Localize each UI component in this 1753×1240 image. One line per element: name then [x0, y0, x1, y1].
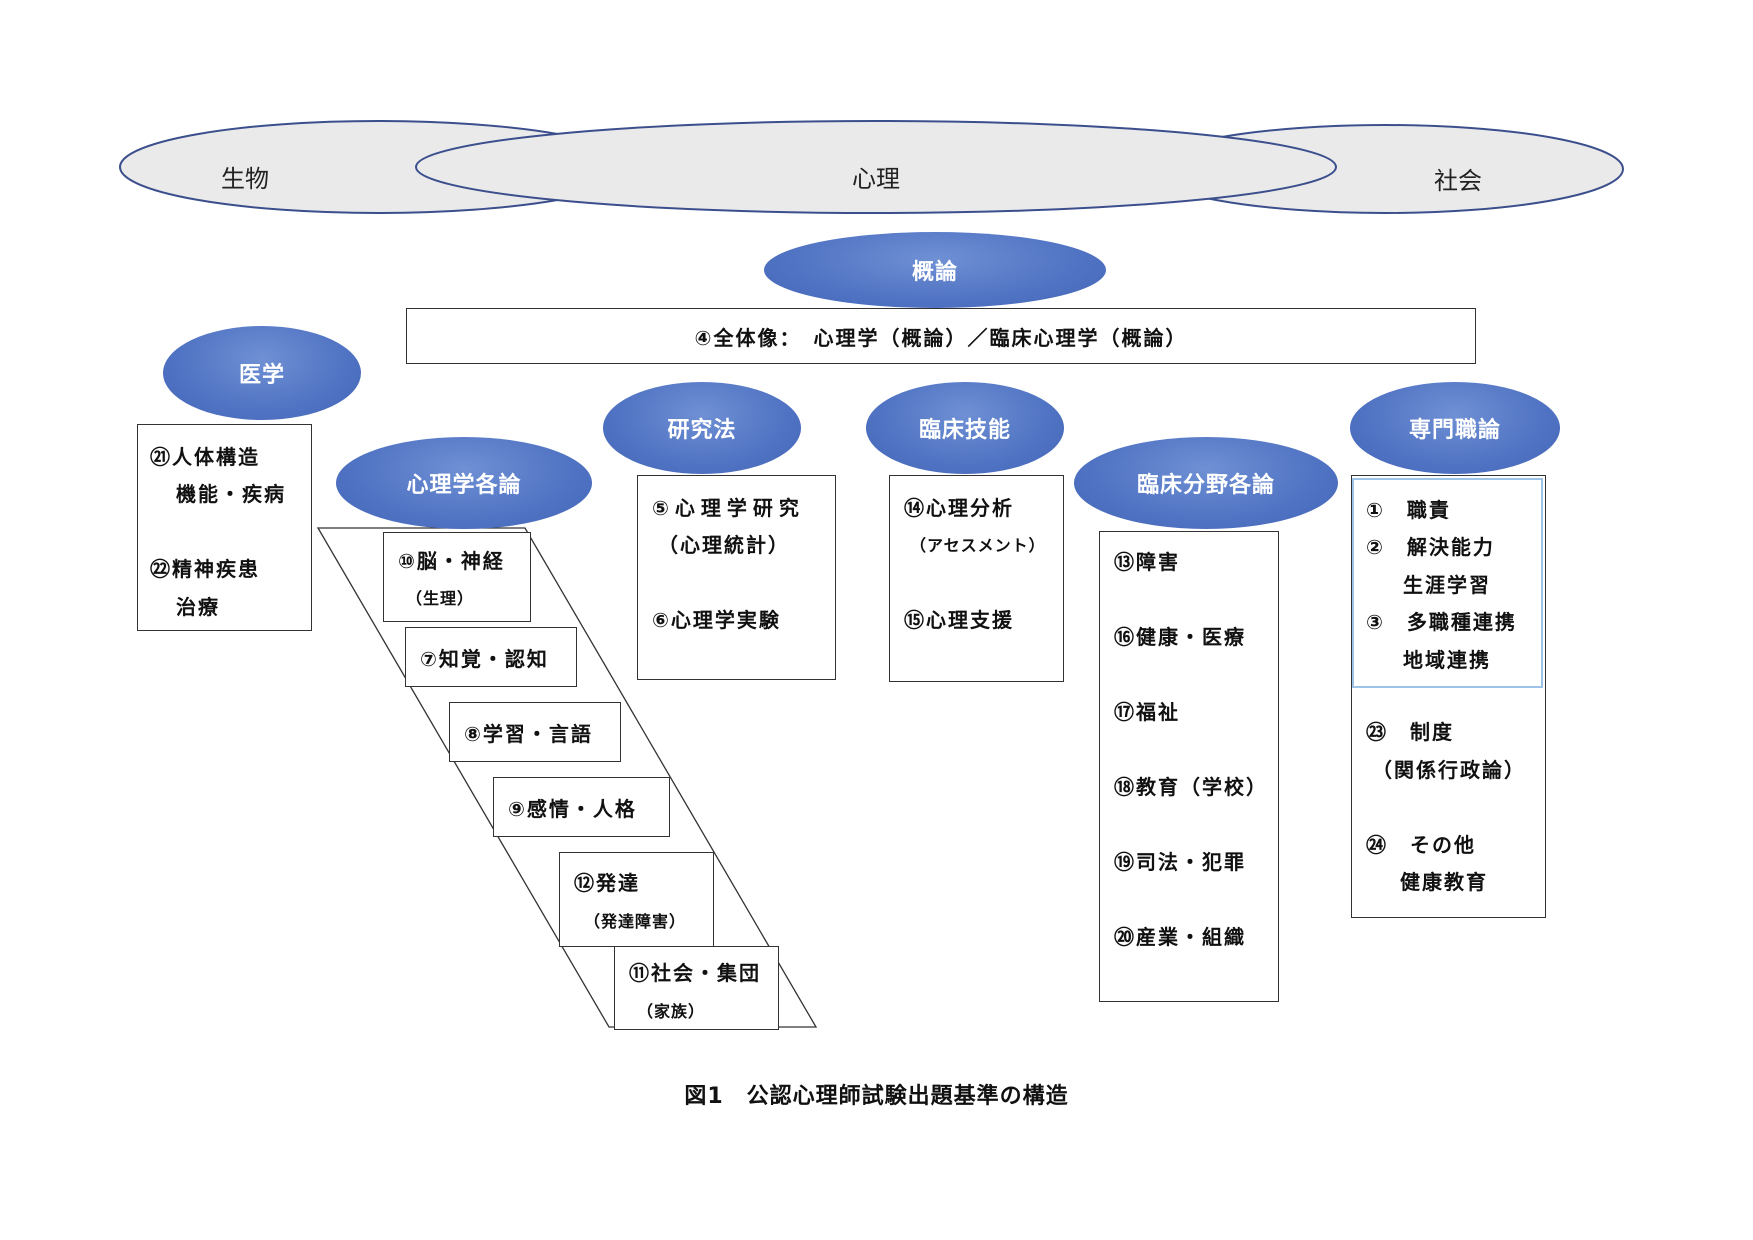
psychology-label: 心理: [852, 165, 900, 193]
clinical-field-item: ⑰福祉: [1114, 700, 1180, 724]
professional-box: ① 職責 ② 解決能力 生涯学習 ③ 多職種連携 地域連携 ㉓ 制度 （関係行政…: [1351, 475, 1546, 918]
psych-topic-box: ⑪社会・集団 （家族）: [614, 946, 779, 1030]
header-psych-topics: 心理学各論: [336, 437, 592, 529]
clinical-field-item: ⑳産業・組織: [1114, 925, 1246, 949]
research-item: （心理統計）: [658, 533, 790, 557]
psych-topic-title: ⑧学習・言語: [464, 722, 593, 746]
professional-item: ③ 多職種連携: [1366, 610, 1517, 634]
professional-item: 地域連携: [1403, 648, 1491, 672]
psychology-ellipse: [415, 120, 1337, 214]
psych-topic-title: ⑫発達: [574, 871, 640, 895]
professional-item: ㉓ 制度: [1366, 720, 1454, 744]
psych-topic-box: ⑨感情・人格: [493, 777, 670, 837]
biology-label: 生物: [221, 165, 269, 193]
header-medicine: 医学: [163, 326, 361, 420]
research-item: ⑤心理学研究: [652, 496, 805, 520]
psych-topic-title: ⑦知覚・認知: [420, 647, 549, 671]
clinical-skills-box: ⑭心理分析 （アセスメント） ⑮心理支援: [889, 475, 1064, 682]
header-research: 研究法: [603, 382, 801, 474]
psych-topic-box: ⑧学習・言語: [449, 702, 621, 762]
medicine-item: 治療: [176, 595, 220, 619]
psych-topic-title: ⑨感情・人格: [508, 797, 637, 821]
clinical-field-item: ⑲司法・犯罪: [1114, 850, 1246, 874]
header-clinical-fields: 臨床分野各論: [1074, 437, 1338, 529]
psych-topic-box: ⑩脳・神経 （生理）: [383, 532, 531, 622]
research-box: ⑤心理学研究 （心理統計） ⑥心理学実験: [637, 475, 836, 680]
clinical-skills-item: ⑮心理支援: [904, 608, 1014, 632]
medicine-box: ㉑人体構造 機能・疾病 ㉒精神疾患 治療: [137, 424, 312, 631]
professional-item: ㉔ その他: [1366, 833, 1476, 857]
clinical-field-item: ⑬障害: [1114, 550, 1180, 574]
professional-item: 生涯学習: [1403, 573, 1491, 597]
psych-topic-box: ⑫発達 （発達障害）: [559, 852, 714, 947]
psych-topic-sub: （発達障害）: [584, 912, 687, 931]
society-label: 社会: [1434, 167, 1482, 195]
figure-caption: 図1 公認心理師試験出題基準の構造: [684, 1084, 1069, 1109]
clinical-field-item: ⑯健康・医療: [1114, 625, 1246, 649]
professional-item: （関係行政論）: [1372, 758, 1526, 782]
clinical-fields-box: ⑬障害 ⑯健康・医療 ⑰福祉 ⑱教育（学校） ⑲司法・犯罪 ⑳産業・組織: [1099, 531, 1279, 1002]
research-item: ⑥心理学実験: [652, 608, 781, 632]
header-professional: 専門職論: [1350, 382, 1560, 474]
clinical-skills-item: （アセスメント）: [910, 536, 1046, 555]
professional-item: ① 職責: [1366, 498, 1451, 522]
psych-topic-sub: （家族）: [637, 1002, 706, 1021]
clinical-field-item: ⑱教育（学校）: [1114, 775, 1268, 799]
professional-item: ② 解決能力: [1366, 535, 1495, 559]
medicine-item: ㉒精神疾患: [150, 557, 260, 581]
professional-core-highlight: [1352, 478, 1543, 688]
psych-topic-title: ⑩脳・神経: [398, 549, 505, 573]
psych-topic-box: ⑦知覚・認知: [405, 627, 577, 687]
header-overview: 概論: [764, 232, 1106, 308]
professional-item: 健康教育: [1400, 870, 1488, 894]
medicine-item: 機能・疾病: [176, 482, 286, 506]
psych-topic-title: ⑪社会・集団: [629, 961, 761, 985]
header-clinical-skills: 臨床技能: [866, 382, 1064, 474]
clinical-skills-item: ⑭心理分析: [904, 496, 1014, 520]
medicine-item: ㉑人体構造: [150, 445, 260, 469]
psych-topic-sub: （生理）: [406, 589, 475, 608]
overview-box: ④全体像： 心理学（概論）／臨床心理学（概論）: [406, 308, 1476, 364]
